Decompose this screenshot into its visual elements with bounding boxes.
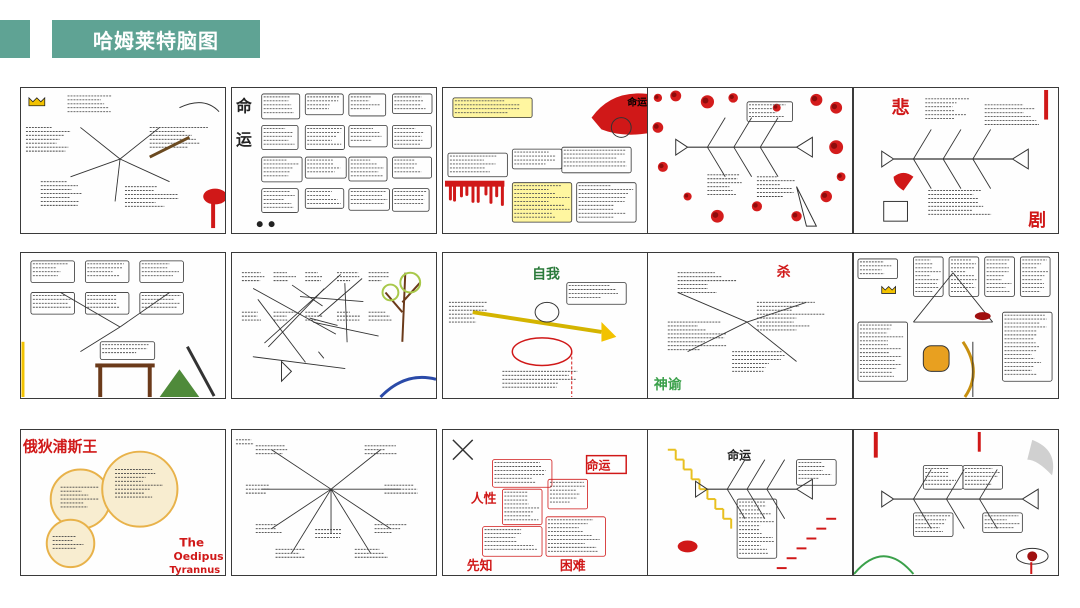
thumb-label-oedipus-cn: 俄狄浦斯王 xyxy=(22,438,97,456)
thumb-label-ju: 剧 xyxy=(1028,210,1046,231)
mindmap-crown-sword-drawing xyxy=(25,95,225,229)
thumbnail-mindmap-plain-web xyxy=(231,429,437,576)
thumbnail-mindmap-tragedy: 悲剧 xyxy=(853,87,1059,234)
mindmap-fate-red-hand-drawing: 命运 xyxy=(444,93,647,223)
mindmap-tragedy-drawing: 悲剧 xyxy=(881,89,1049,231)
thumbnail-mindmap-fate-stairs: 命运 xyxy=(647,429,853,576)
thumbnail-mindmap-fate-red-hand: 命运 xyxy=(442,87,648,234)
thumb-label-ming: 命 xyxy=(235,97,252,116)
thumbnail-mindmap-self: 自我 xyxy=(442,252,648,399)
mindmap-eye-fishbone-drawing xyxy=(854,431,1054,575)
thumb-label-mingyun: 命运 xyxy=(586,458,611,472)
thumb-label-oedipus: Oedipus xyxy=(174,550,224,563)
mindmap-roses-fishbone-drawing xyxy=(652,90,846,227)
thumbnail-mindmap-tree xyxy=(231,252,437,399)
page-title-text: 哈姆莱特脑图 xyxy=(93,28,219,53)
thumbnail-mindmap-crown-sword xyxy=(20,87,226,234)
thumbnail-mindmap-kill: 杀神谕 xyxy=(647,252,853,399)
mindmap-fate-drawing: 命运 xyxy=(235,93,433,228)
thumb-label-xianzhi: 先知 xyxy=(467,558,493,574)
mindmap-kill-drawing: 杀神谕 xyxy=(654,264,825,393)
thumb-label-the: The xyxy=(179,535,204,549)
thumb-label-renxing: 人性 xyxy=(471,491,497,507)
thumb-label-shenyu: 神谕 xyxy=(654,376,682,393)
thumbnail-mindmap-gallows xyxy=(20,252,226,399)
thumb-label-sha: 杀 xyxy=(777,264,791,281)
thumbnail-mindmap-fate: 命运 xyxy=(231,87,437,234)
thumb-label-yun: 运 xyxy=(236,130,252,149)
mindmap-eye-crown-drawing xyxy=(857,256,1053,398)
thumbnail-mindmap-roses-fishbone xyxy=(647,87,853,234)
thumb-label-bei: 悲 xyxy=(892,97,910,119)
thumb-label-fate: 命运 xyxy=(626,96,647,109)
thumbnail-mindmap-eye-fishbone xyxy=(853,429,1059,576)
thumb-label-tyrannus: Tyrannus xyxy=(170,565,221,575)
thumb-label-fate-stairs: 命运 xyxy=(726,449,751,463)
thumb-label-kunnan: 困难 xyxy=(560,558,586,574)
header-accent-bar xyxy=(0,20,30,58)
mindmap-fate-stairs-drawing: 命运 xyxy=(667,449,837,570)
page-title: 哈姆莱特脑图 xyxy=(52,20,260,58)
mindmap-tree-drawing xyxy=(241,271,436,398)
thumb-label-ziwo: 自我 xyxy=(532,266,560,283)
thumbnail-mindmap-fate-red-boxes: 命运人性先知 困难 xyxy=(442,429,648,576)
thumbnail-mindmap-eye-crown xyxy=(853,252,1059,399)
mindmap-plain-web-drawing xyxy=(235,439,418,558)
mindmap-gallows-drawing xyxy=(21,260,216,398)
mindmap-self-drawing: 自我 xyxy=(448,266,627,398)
